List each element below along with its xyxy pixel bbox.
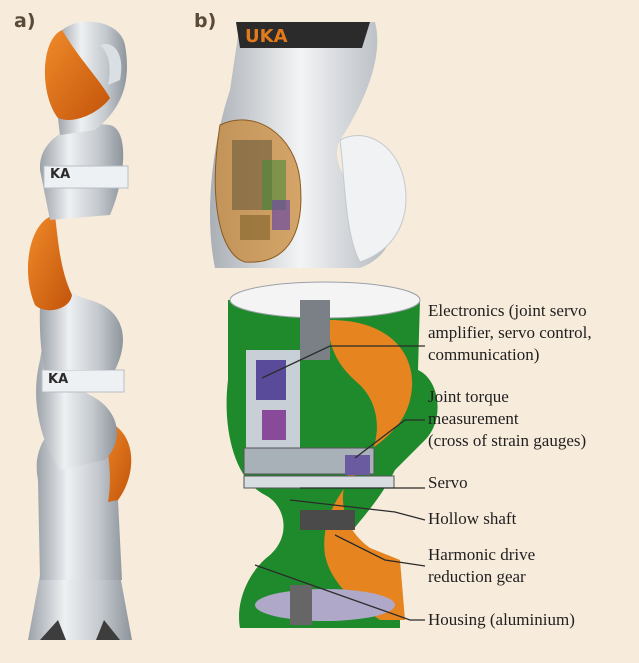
callout-electronics-line2: amplifier, servo control, (428, 322, 592, 344)
callout-torque-line1: Joint torque (428, 386, 586, 408)
joint-closeup-illustration (208, 22, 420, 268)
callout-torque-line3: (cross of strain gauges) (428, 430, 586, 452)
robot-arm-illustration (28, 22, 132, 640)
callout-harmonic-drive: Harmonic drive reduction gear (428, 544, 535, 588)
callout-torque: Joint torque measurement (cross of strai… (428, 386, 586, 452)
callout-housing: Housing (aluminium) (428, 609, 575, 631)
cutaway-hollow-shaft (244, 476, 394, 488)
callout-servo-line1: Servo (428, 472, 468, 494)
callout-hollow-shaft-line1: Hollow shaft (428, 508, 516, 530)
robot-orange-cap-mid (28, 215, 72, 310)
callout-harmonic-drive-line1: Harmonic drive (428, 544, 535, 566)
robot-logo-lower: KA (48, 372, 68, 387)
callout-harmonic-drive-line2: reduction gear (428, 566, 535, 588)
callout-hollow-shaft: Hollow shaft (428, 508, 516, 530)
callout-electronics-line1: Electronics (joint servo (428, 300, 592, 322)
panel-label-b: b) (194, 10, 216, 32)
callout-housing-line1: Housing (aluminium) (428, 609, 575, 631)
panel-label-a: a) (14, 10, 36, 32)
robot-base (28, 575, 132, 640)
closeup-logo: UKA (245, 26, 288, 47)
callout-electronics-line3: communication) (428, 344, 592, 366)
callout-electronics: Electronics (joint servo amplifier, serv… (428, 300, 592, 366)
robot-logo-upper: KA (50, 167, 70, 182)
callout-servo: Servo (428, 472, 468, 494)
joint-cutaway-illustration (227, 282, 438, 628)
callout-torque-line2: measurement (428, 408, 586, 430)
